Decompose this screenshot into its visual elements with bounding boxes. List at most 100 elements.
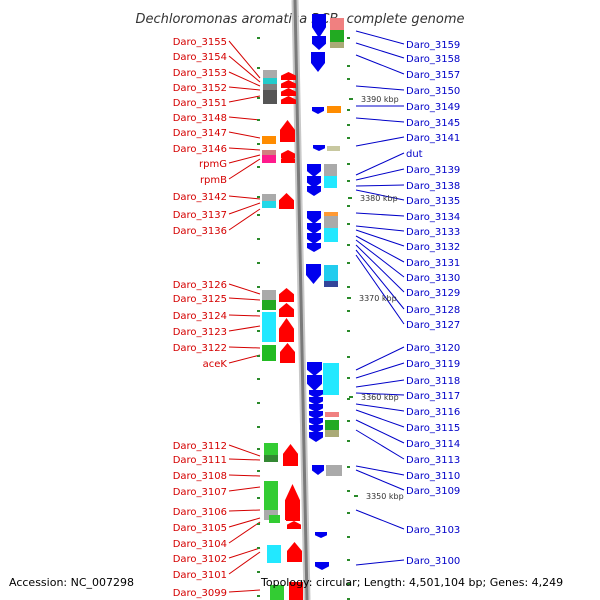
feature-block bbox=[262, 201, 276, 208]
leader-line bbox=[228, 158, 261, 180]
feature-block bbox=[324, 281, 338, 287]
feature-block bbox=[330, 30, 344, 42]
reverse-gene-arrow bbox=[315, 562, 329, 570]
left-gene-label: Daro_3137 bbox=[173, 210, 227, 221]
forward-gene-arrow bbox=[281, 80, 296, 88]
leader-line bbox=[355, 362, 405, 379]
leader-line bbox=[228, 354, 261, 364]
left-gene-label: Daro_3108 bbox=[173, 471, 227, 482]
feature-block bbox=[262, 136, 276, 144]
reverse-gene-arrow bbox=[312, 107, 324, 114]
tick-mark bbox=[257, 523, 260, 525]
left-gene-label: Daro_3154 bbox=[173, 52, 227, 63]
right-gene-label: Daro_3118 bbox=[406, 376, 460, 387]
leader-line bbox=[355, 429, 405, 460]
reverse-gene-arrow bbox=[309, 390, 323, 398]
leader-line bbox=[355, 85, 405, 91]
tick-mark bbox=[347, 223, 350, 225]
leader-line bbox=[228, 147, 261, 151]
forward-gene-arrow bbox=[289, 582, 303, 600]
tick-mark bbox=[347, 536, 350, 538]
feature-block bbox=[325, 420, 339, 430]
feature-block bbox=[264, 443, 278, 455]
leader-line bbox=[355, 235, 405, 263]
tick-mark bbox=[257, 238, 260, 240]
leader-line bbox=[355, 469, 405, 491]
tick-mark bbox=[257, 262, 260, 264]
leader-line bbox=[355, 239, 405, 278]
left-gene-label: Daro_3136 bbox=[173, 226, 227, 237]
right-gene-label: Daro_3134 bbox=[406, 212, 460, 223]
feature-block bbox=[262, 290, 276, 300]
topology-text: Topology: circular; Length: 4,501,104 bp… bbox=[260, 576, 563, 589]
tick-mark bbox=[347, 109, 350, 111]
tick-mark bbox=[257, 448, 260, 450]
left-gene-label: Daro_3106 bbox=[173, 507, 227, 518]
right-gene-label: Daro_3116 bbox=[406, 407, 460, 418]
leader-line bbox=[355, 254, 405, 325]
tick-mark bbox=[257, 571, 260, 573]
leader-line bbox=[228, 589, 261, 593]
leader-line bbox=[355, 392, 405, 396]
leader-line bbox=[355, 54, 405, 75]
right-gene-label: Daro_3131 bbox=[406, 258, 460, 269]
reverse-gene-arrow bbox=[307, 176, 321, 188]
scale-label: 3390 kbp bbox=[361, 95, 399, 104]
tick-mark bbox=[257, 286, 260, 288]
forward-gene-arrow bbox=[281, 150, 295, 158]
tick-mark bbox=[347, 490, 350, 492]
tick-mark bbox=[257, 143, 260, 145]
tick-mark bbox=[257, 97, 260, 99]
leader-line bbox=[355, 409, 405, 428]
feature-block bbox=[327, 146, 340, 151]
leader-line bbox=[228, 95, 261, 103]
left-gene-label: Daro_3122 bbox=[173, 343, 227, 354]
tick-mark bbox=[257, 214, 260, 216]
left-gene-label: Daro_3153 bbox=[173, 68, 227, 79]
feature-block bbox=[270, 585, 284, 600]
tick-mark bbox=[257, 547, 260, 549]
left-gene-label: Daro_3107 bbox=[173, 487, 227, 498]
leader-line bbox=[355, 42, 405, 59]
leader-line bbox=[355, 184, 405, 187]
leader-line bbox=[228, 202, 261, 215]
left-gene-label: rpmG bbox=[199, 159, 227, 170]
map-title: Dechloromonas aromatica RCB, complete ge… bbox=[135, 12, 464, 27]
leader-line bbox=[228, 551, 261, 575]
feature-block bbox=[269, 515, 280, 523]
left-gene-label: Daro_3123 bbox=[173, 327, 227, 338]
scale-tick bbox=[354, 495, 358, 497]
right-gene-labels: Daro_3159Daro_3158Daro_3157Daro_3150Daro… bbox=[406, 40, 460, 567]
scale-ticks bbox=[257, 37, 350, 600]
leader-line bbox=[355, 189, 405, 201]
left-gene-label: Daro_3146 bbox=[173, 144, 227, 155]
left-gene-label: Daro_3147 bbox=[173, 128, 227, 139]
left-gene-label: Daro_3152 bbox=[173, 83, 227, 94]
forward-gene-arrow bbox=[281, 72, 296, 80]
left-gene-label: Daro_3112 bbox=[173, 441, 227, 452]
leader-line bbox=[228, 314, 261, 317]
leader-line bbox=[228, 517, 261, 528]
right-gene-label: Daro_3130 bbox=[406, 273, 460, 284]
leader-line bbox=[355, 30, 405, 45]
tick-mark bbox=[257, 378, 260, 380]
tick-mark bbox=[347, 286, 350, 288]
right-gene-label: Daro_3141 bbox=[406, 133, 460, 144]
leader-line bbox=[228, 458, 261, 461]
feature-block bbox=[324, 176, 337, 188]
reverse-gene-arrow bbox=[307, 186, 321, 196]
left-gene-label: Daro_3142 bbox=[173, 192, 227, 203]
tick-mark bbox=[347, 137, 350, 139]
feature-block bbox=[324, 212, 338, 216]
leader-line bbox=[228, 474, 261, 477]
backbone-line bbox=[293, 0, 309, 600]
left-gene-label: Daro_3104 bbox=[173, 539, 227, 550]
feature-block bbox=[267, 545, 281, 563]
tick-mark bbox=[347, 124, 350, 126]
forward-gene-arrow bbox=[279, 288, 294, 302]
forward-gene-arrow bbox=[287, 521, 301, 529]
reverse-gene-arrow bbox=[309, 411, 323, 419]
feature-block bbox=[262, 194, 276, 201]
leader-line bbox=[355, 403, 405, 412]
